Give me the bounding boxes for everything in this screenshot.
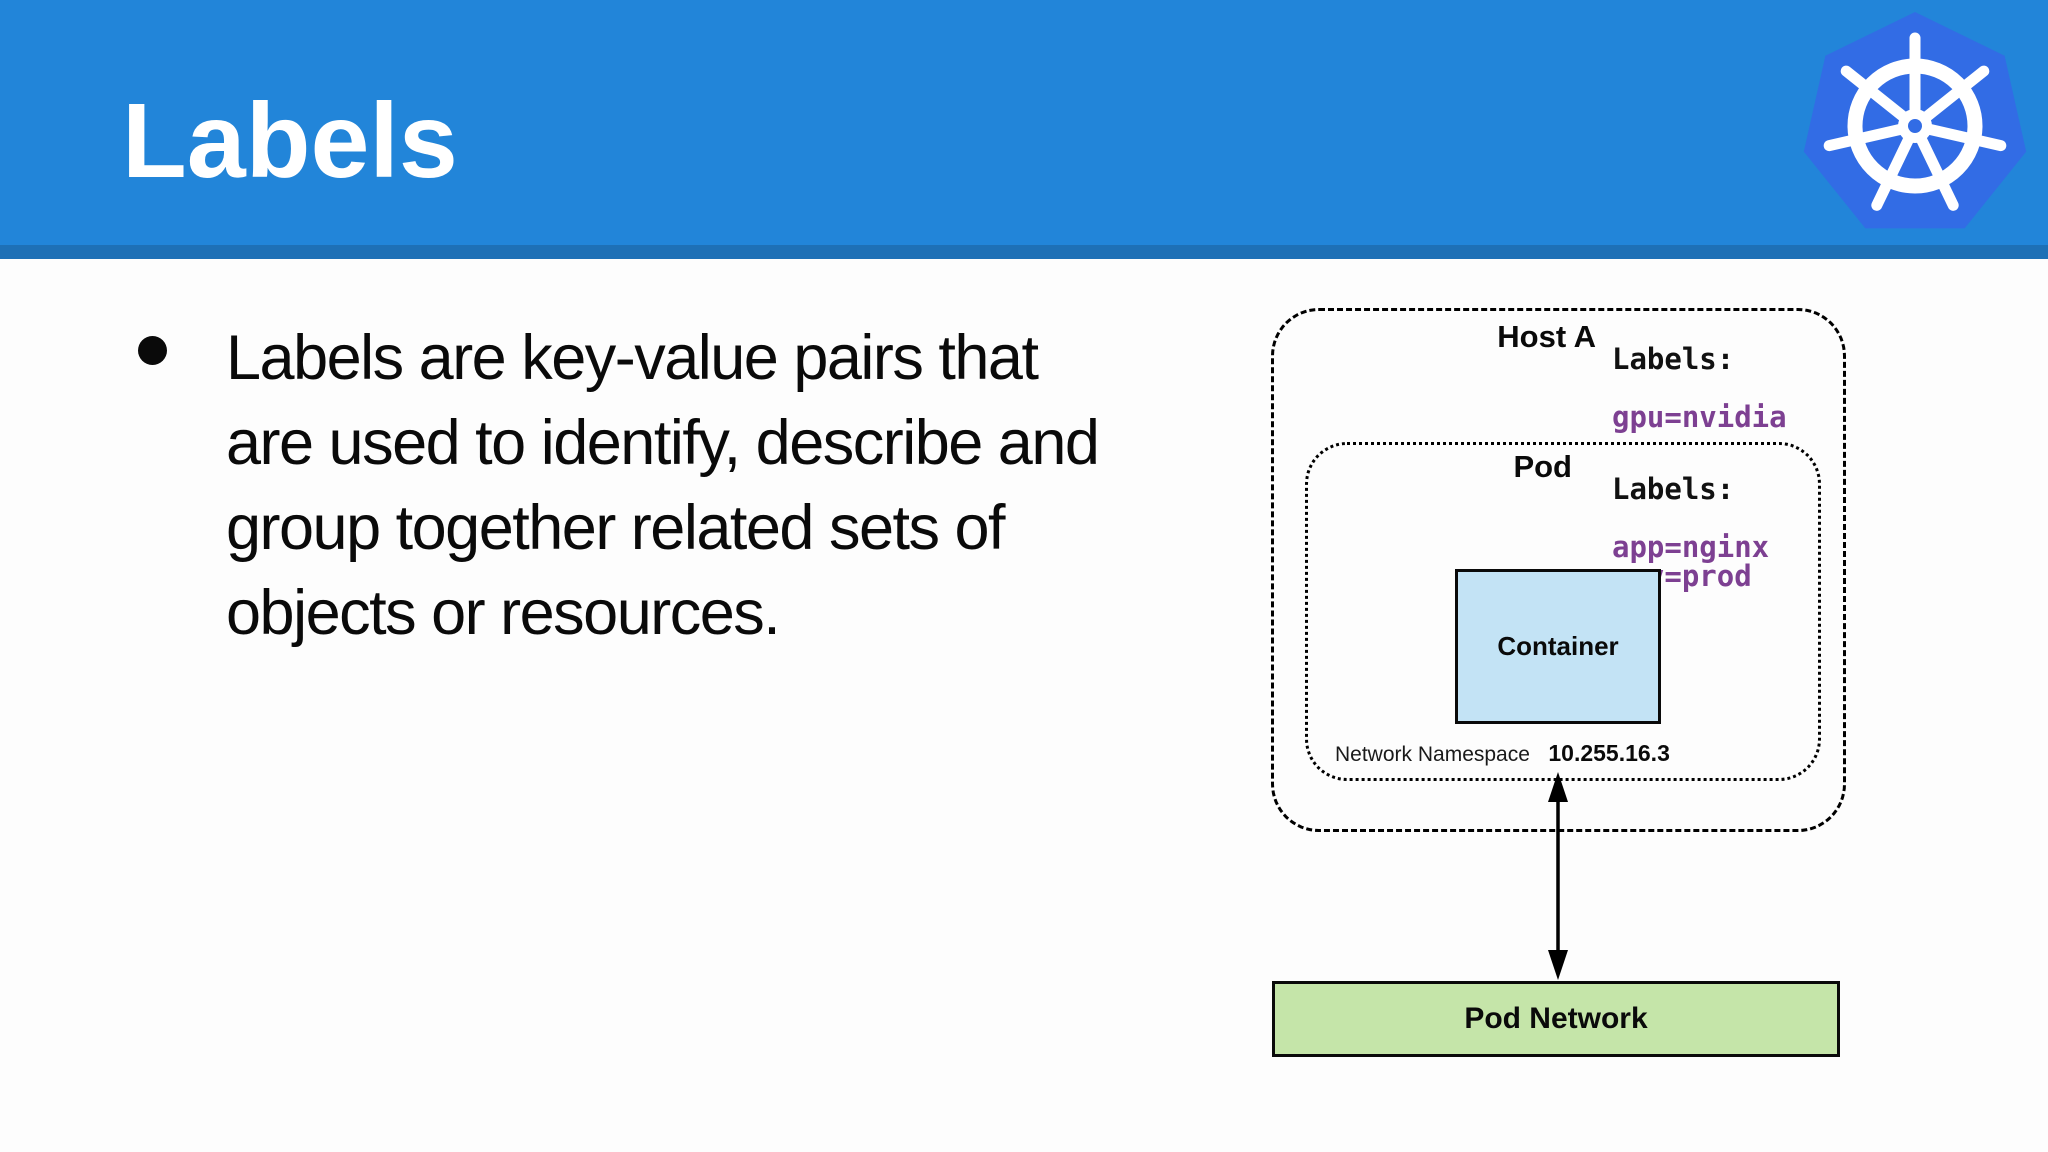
header-bar — [0, 0, 2048, 245]
arrowhead-down — [1548, 950, 1568, 980]
pod-network-box: Pod Network — [1272, 981, 1840, 1057]
pod-to-network-arrow — [1540, 772, 1576, 980]
host-labels: Labels: gpu=nvidia — [1612, 316, 1787, 432]
arrowhead-up — [1548, 772, 1568, 802]
host-labels-values: gpu=nvidia — [1612, 400, 1787, 434]
network-namespace-label: Network Namespace — [1335, 743, 1530, 766]
bullet-dot — [138, 336, 167, 365]
pod-network-label: Pod Network — [1464, 1002, 1648, 1035]
pod-labels-title: Labels: — [1612, 472, 1735, 506]
network-namespace-row: Network Namespace 10.255.16.3 — [1335, 740, 1670, 767]
container-label: Container — [1497, 631, 1619, 661]
page-title: Labels — [122, 82, 458, 200]
container-box: Container — [1455, 569, 1661, 724]
host-a-title: Host A — [1497, 319, 1596, 354]
pod-title: Pod — [1513, 449, 1572, 484]
bullet-text: Labels are key-value pairs that are used… — [226, 323, 1100, 648]
host-labels-title: Labels: — [1612, 342, 1735, 376]
pod-box — [1305, 442, 1821, 781]
header-accent-strip — [0, 245, 2048, 259]
pod-ip-address: 10.255.16.3 — [1548, 740, 1670, 766]
pod-labels: Labels: app=nginx env=prod — [1612, 446, 1769, 591]
kubernetes-logo-icon — [1803, 8, 2027, 246]
